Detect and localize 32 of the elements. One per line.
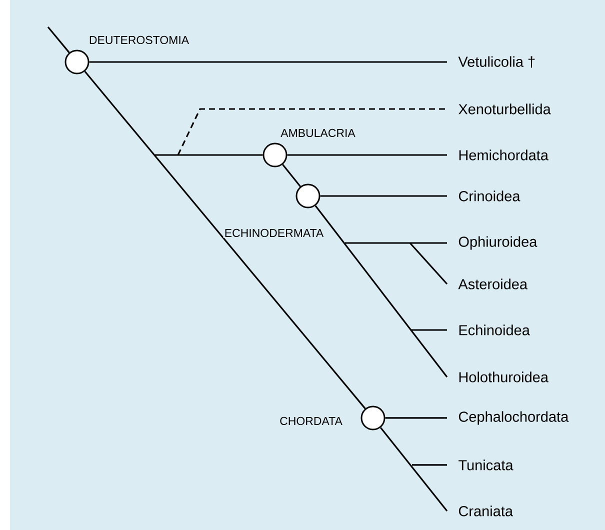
clade-label: AMBULACRIA bbox=[280, 128, 356, 138]
branch-line bbox=[320, 195, 447, 197]
taxon-label: Echinoidea bbox=[459, 324, 530, 336]
clade-circle bbox=[360, 406, 386, 430]
clade-circle bbox=[262, 142, 288, 168]
branch-line bbox=[411, 329, 447, 331]
branch-line bbox=[409, 242, 448, 285]
branch-line bbox=[412, 464, 447, 466]
taxon-label: Crinoidea bbox=[458, 190, 520, 202]
branch-line bbox=[47, 26, 70, 54]
branch-line bbox=[380, 427, 448, 512]
taxon-label: Tunicata bbox=[458, 460, 514, 470]
branch-line bbox=[345, 242, 447, 244]
taxon-label: Cephalochordata bbox=[458, 411, 569, 425]
branch-line bbox=[314, 205, 448, 378]
taxon-label: Asteroidea bbox=[458, 278, 528, 290]
taxon-label: Holothuroidea bbox=[459, 372, 548, 382]
branch-line bbox=[282, 164, 301, 187]
branch-line bbox=[89, 61, 447, 63]
taxon-label: Craniata bbox=[458, 506, 513, 516]
taxon-label: Ophiuroidea bbox=[458, 236, 538, 250]
taxon-label: Vetulicolia † bbox=[458, 56, 535, 68]
taxon-label: Hemichordata bbox=[459, 150, 548, 160]
branch-line bbox=[84, 70, 366, 410]
taxon-label: Xenoturbellida bbox=[458, 104, 551, 114]
branch-line bbox=[287, 154, 447, 156]
clade-label: CHORDATA bbox=[278, 416, 344, 426]
clade-circle bbox=[64, 50, 90, 74]
branch-line bbox=[155, 154, 263, 156]
clade-circle bbox=[296, 184, 320, 208]
branch-line bbox=[177, 108, 447, 156]
branch-line bbox=[385, 417, 447, 419]
